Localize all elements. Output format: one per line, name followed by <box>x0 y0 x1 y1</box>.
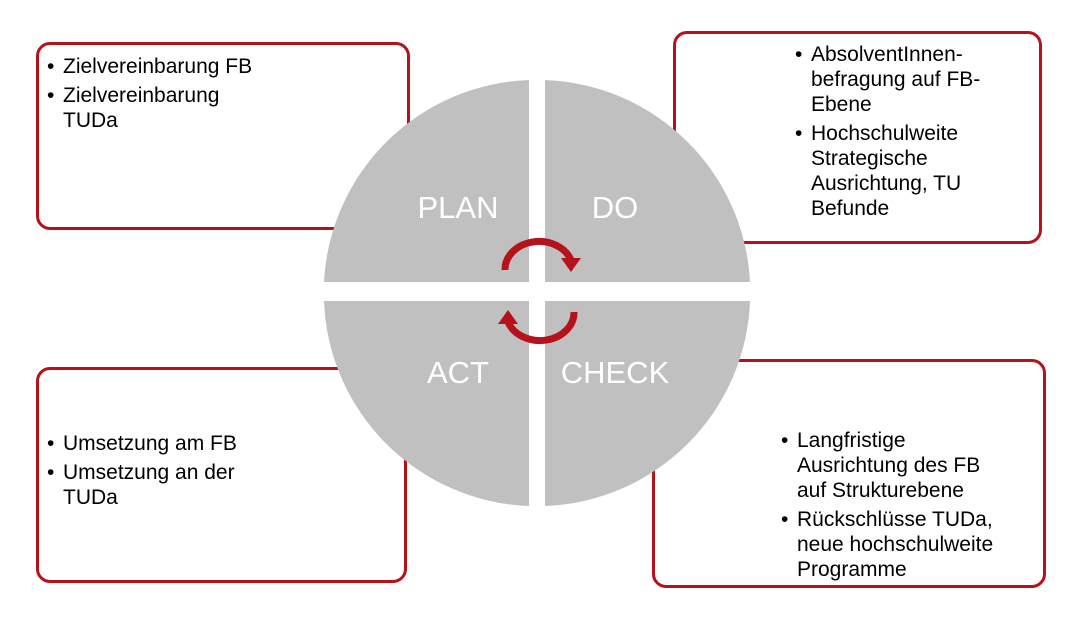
list-item: Hochschulweite Strategische Ausrichtung,… <box>795 121 981 221</box>
cycle-arrow-top-icon <box>501 237 581 272</box>
list-item: Umsetzung an der TUDa <box>47 460 263 510</box>
plan-quadrant <box>324 80 529 282</box>
list-item: Langfristige Ausrichtung des FB auf Stru… <box>781 428 1007 503</box>
act-list: Umsetzung am FB Umsetzung an der TUDa <box>47 431 347 514</box>
cycle-arrow-bottom-icon <box>498 310 578 345</box>
do-quadrant <box>545 80 750 282</box>
do-list: AbsolventInnen-befragung auf FB-Ebene Ho… <box>795 42 1030 225</box>
list-item: Zielvereinbarung FB <box>47 54 347 79</box>
plan-label: PLAN <box>418 190 499 225</box>
check-label: CHECK <box>561 355 670 390</box>
check-list: Langfristige Ausrichtung des FB auf Stru… <box>781 428 1031 586</box>
plan-list: Zielvereinbarung FB Zielvereinbarung TUD… <box>47 54 347 137</box>
list-item: AbsolventInnen-befragung auf FB-Ebene <box>795 42 1006 117</box>
list-item: Zielvereinbarung TUDa <box>47 83 253 133</box>
list-item: Rückschlüsse TUDa, neue hochschulweite P… <box>781 507 1037 582</box>
act-label: ACT <box>427 355 489 390</box>
list-item: Umsetzung am FB <box>47 431 347 456</box>
do-label: DO <box>592 190 639 225</box>
act-quadrant <box>324 301 529 506</box>
check-quadrant <box>545 301 750 506</box>
